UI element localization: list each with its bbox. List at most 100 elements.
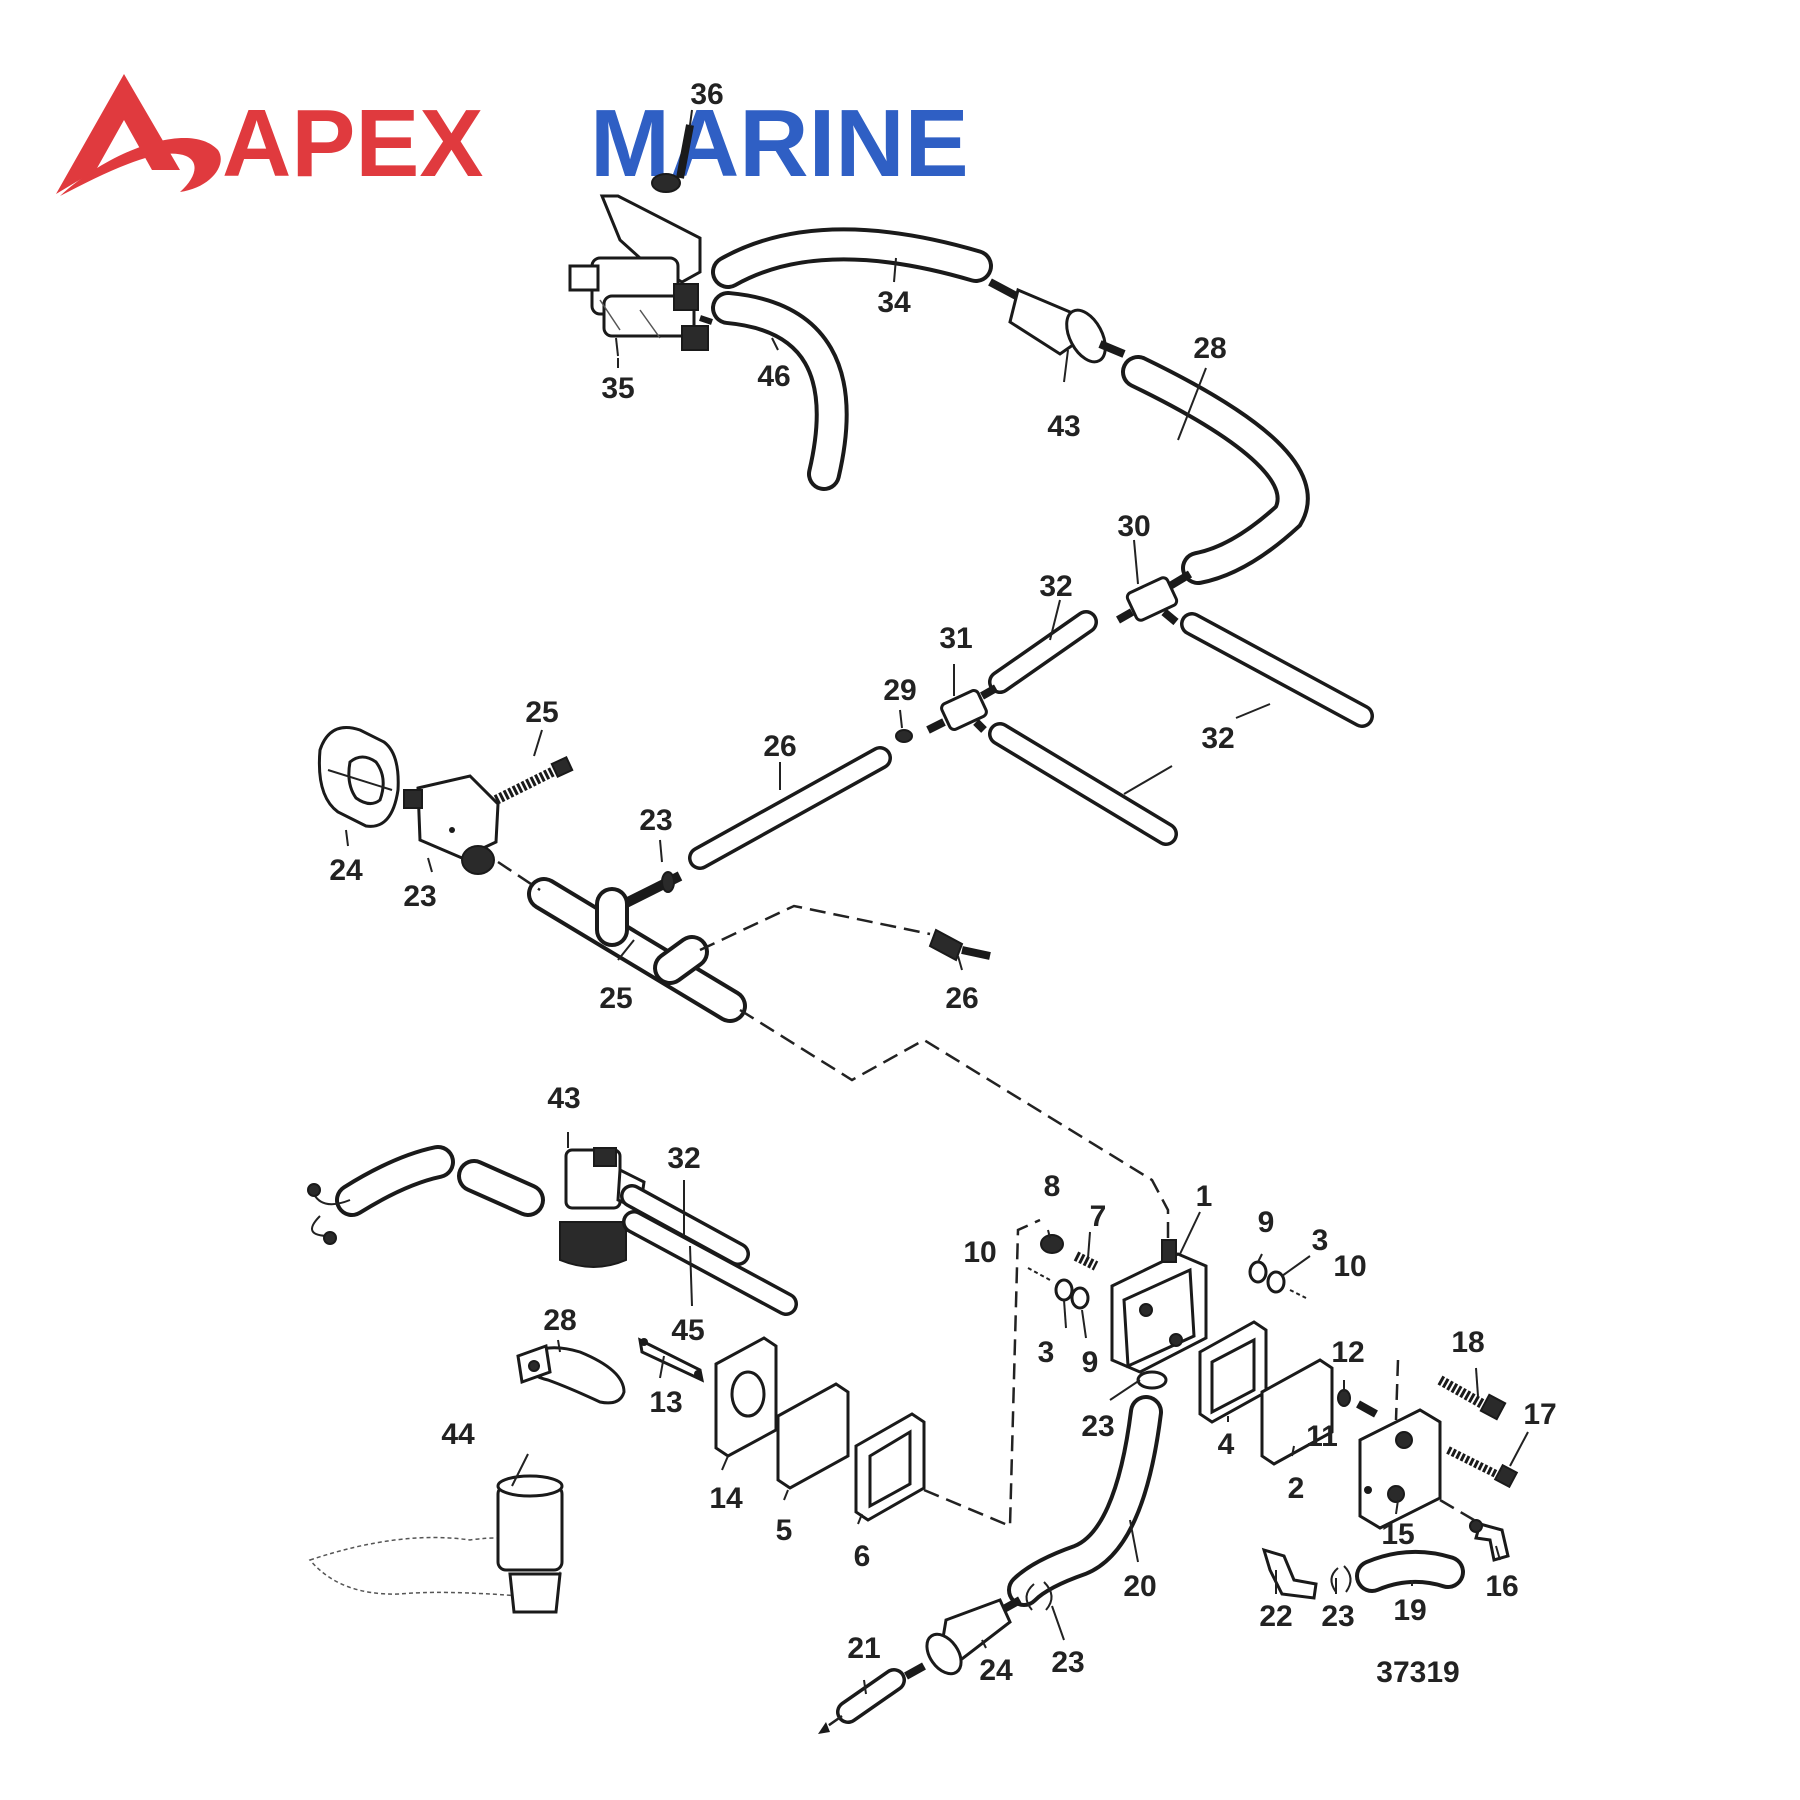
- callout-28: 23: [639, 804, 672, 837]
- callout-2: 2: [1288, 1472, 1305, 1505]
- part-15-pump-cover: [1358, 1408, 1442, 1530]
- part-38-tube-left: [988, 722, 1178, 846]
- part-38-tube-right: [1180, 612, 1374, 728]
- callout-35: 29: [883, 674, 916, 707]
- part-36-tee-fitting-lower: [926, 684, 998, 734]
- callout-19: 19: [1393, 1594, 1426, 1627]
- callout-15: 15: [1381, 1518, 1414, 1551]
- part-1-fuel-pump-body: [1110, 1239, 1208, 1381]
- callout-5: 5: [776, 1514, 793, 1547]
- part-23-hose-clip-bottom: [1025, 1581, 1053, 1611]
- callout-40: 35: [601, 372, 634, 405]
- callout-21: 21: [847, 1632, 880, 1665]
- brand-name-marine: MARINE: [590, 90, 969, 197]
- apex-a-swoosh-logo-icon: [56, 74, 221, 196]
- callout-46: 46: [757, 360, 790, 393]
- brand-name-apex: APEX: [222, 90, 483, 197]
- callout-12: 12: [1331, 1336, 1364, 1369]
- callout-9-right: 9: [1258, 1206, 1275, 1239]
- callout-23-bottom: 23: [1051, 1646, 1084, 1679]
- routing-line-25-to-1: [739, 1008, 1170, 1250]
- part-4-gasket: [1198, 1320, 1268, 1424]
- callout-17: 17: [1523, 1398, 1556, 1431]
- callout-45: 45: [671, 1314, 704, 1347]
- part-19-hose: [1355, 1549, 1465, 1593]
- brand-logo: APEX MARINE: [56, 74, 969, 197]
- callout-8: 8: [1044, 1170, 1061, 1203]
- routing-line-29-to-25: [497, 860, 541, 892]
- callout-30: 24: [329, 854, 363, 887]
- part-26-fitting: [928, 928, 991, 962]
- callout-10-left: 10: [963, 1236, 996, 1269]
- routing-line-25-to-26: [699, 904, 931, 952]
- callout-6: 6: [854, 1540, 871, 1573]
- callout-37: 32: [1039, 570, 1072, 603]
- callout-38: 32: [1201, 722, 1234, 755]
- part-28-connector: [621, 871, 683, 909]
- callout-18: 18: [1451, 1326, 1484, 1359]
- part-44-pump: [308, 1474, 564, 1614]
- callout-16: 16: [1485, 1570, 1518, 1603]
- part-3-washer-left: [1054, 1278, 1074, 1302]
- callout-4: 4: [1218, 1428, 1235, 1461]
- callout-3-right: 3: [1312, 1224, 1329, 1257]
- routing-line-15-to-16: [1394, 1359, 1475, 1522]
- part-46-hose: [711, 291, 849, 491]
- callout-23-top: 23: [1081, 1410, 1114, 1443]
- part-23-hose-clip-top: [1136, 1370, 1168, 1390]
- diagram-number: 37319: [1376, 1656, 1459, 1689]
- part-36-tee-fitting-upper: [1116, 570, 1193, 626]
- part-13-retainer: [638, 1337, 705, 1383]
- part-21-hose: [818, 1668, 906, 1734]
- callout-20: 20: [1123, 1570, 1156, 1603]
- callout-33: 34: [877, 286, 911, 319]
- part-41-bolt: [651, 124, 694, 193]
- callout-13: 13: [649, 1386, 682, 1419]
- part-22-elbow-fitting: [1261, 1547, 1318, 1600]
- part-45-tube: [622, 1210, 798, 1316]
- routing-line-6-to-1: [923, 1218, 1041, 1528]
- part-29-valve: [403, 774, 500, 875]
- callout-1: 1: [1196, 1180, 1213, 1213]
- callout-31: 25: [525, 696, 558, 729]
- callout-36-upper: 30: [1117, 510, 1150, 543]
- callout-labels: 36 35 34 46 43 28 30 32 31 32 29 26 23 2…: [329, 78, 1556, 1689]
- part-32-tube-upper: [688, 746, 892, 870]
- part-23-hose-clip-right: [1330, 1565, 1352, 1593]
- part-25-tee-tube: [527, 877, 747, 1023]
- callout-32-lower: 32: [667, 1142, 700, 1175]
- part-37-tube: [988, 610, 1098, 694]
- part-10-screw-left: [1027, 1267, 1051, 1281]
- part-24-inline-fuel-filter: [904, 1596, 1022, 1680]
- callout-14: 14: [709, 1482, 743, 1515]
- callout-41: 36: [690, 78, 723, 111]
- part-16-elbow-fitting: [1469, 1519, 1510, 1562]
- part-12-check-valve: [1337, 1389, 1378, 1418]
- callout-39: 43: [1047, 410, 1080, 443]
- callout-23-right: 23: [1321, 1600, 1354, 1633]
- callout-9-left: 9: [1082, 1346, 1099, 1379]
- part-39-inline-fuel-filter: [988, 278, 1126, 364]
- callout-7: 7: [1090, 1200, 1107, 1233]
- callout-36-lower: 31: [939, 622, 972, 655]
- callout-24: 24: [979, 1654, 1013, 1687]
- callout-43: 43: [547, 1082, 580, 1115]
- part-9-seal-left: [1070, 1286, 1090, 1310]
- part-33-hose: [711, 227, 993, 289]
- part-14-plate: [714, 1336, 778, 1458]
- callout-22: 22: [1259, 1600, 1292, 1633]
- part-17-bolt: [1446, 1446, 1519, 1489]
- part-5-gasket: [776, 1382, 850, 1490]
- callout-25: 25: [599, 982, 632, 1015]
- part-34-hose: [1121, 355, 1310, 585]
- part-9-seal-right: [1248, 1260, 1268, 1284]
- part-20-hose: [1007, 1395, 1163, 1607]
- callout-44: 44: [441, 1418, 475, 1451]
- part-8-cap: [1040, 1234, 1064, 1254]
- callout-3-left: 3: [1038, 1336, 1055, 1369]
- callout-11: 11: [1306, 1420, 1338, 1453]
- part-11-diaphragm: [1260, 1358, 1334, 1466]
- part-18-bolt: [1437, 1375, 1507, 1421]
- part-40-valve-assembly: [568, 194, 713, 357]
